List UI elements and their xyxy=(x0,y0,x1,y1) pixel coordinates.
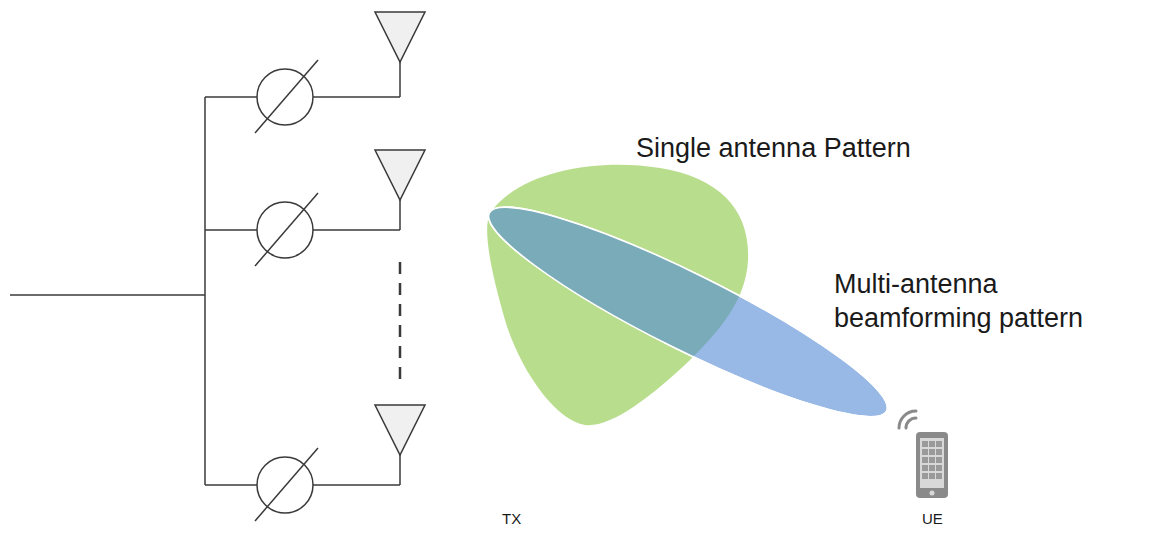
antenna-symbol xyxy=(375,12,425,455)
single-antenna-pattern xyxy=(487,165,748,426)
tx-label: TX xyxy=(502,510,521,529)
pattern-label: Multi-antenna beamforming pattern xyxy=(834,268,1146,336)
ue-phone-icon xyxy=(899,411,948,498)
ue-label: UE xyxy=(922,510,943,529)
feed-network xyxy=(10,62,400,485)
phase-shifter xyxy=(255,60,318,521)
pattern-overlap xyxy=(487,165,748,426)
pattern-label: Single antenna Pattern xyxy=(636,132,911,166)
